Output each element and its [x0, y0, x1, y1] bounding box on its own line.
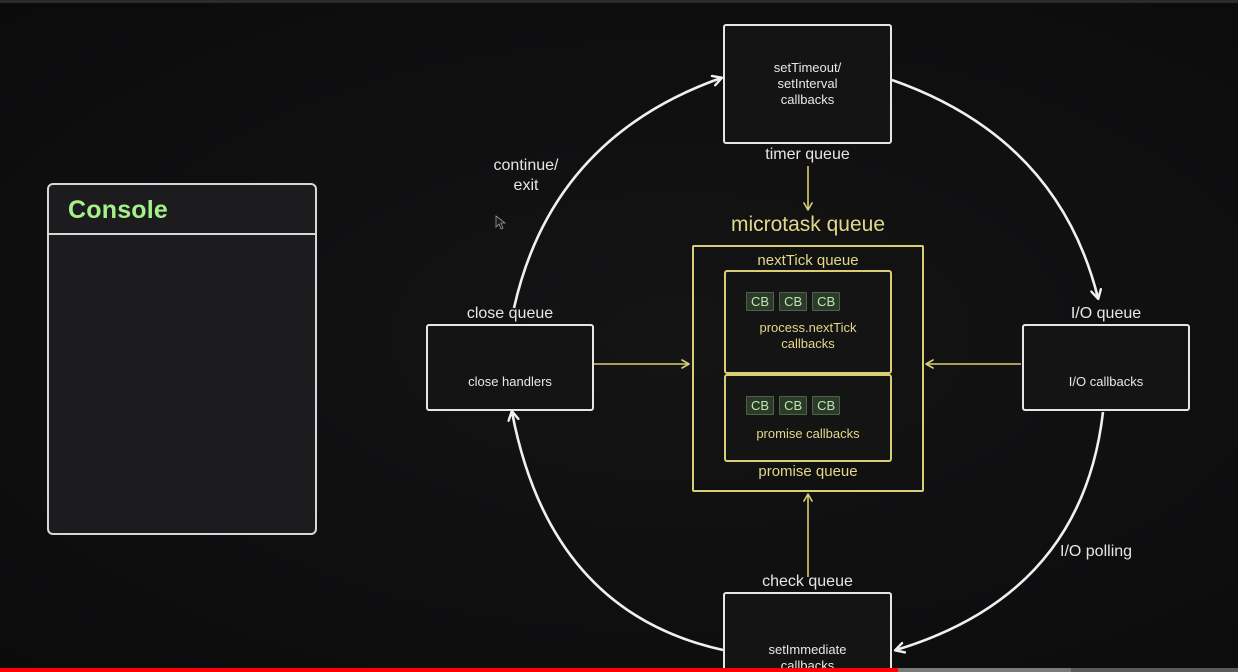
promise-cb: CB: [746, 396, 775, 415]
arc-io-to-check: [896, 411, 1105, 650]
console-header: Console: [49, 185, 315, 235]
nexttick-cb: CB: [779, 292, 808, 311]
promise-callbacks-text: promise callbacks: [756, 426, 860, 441]
close-queue-label: close queue: [466, 305, 554, 322]
close-queue-box: close handlers: [426, 324, 594, 411]
check-queue-box: setImmediate callbacks: [723, 592, 892, 672]
nexttick-queue-box: CB CB CB process.nextTick callbacks: [724, 270, 892, 374]
console-panel: Console: [47, 183, 317, 535]
console-title: Console: [68, 196, 169, 224]
nexttick-cb: CB: [746, 292, 775, 311]
microtask-queue-title: microtask queue: [730, 213, 886, 236]
nexttick-queue-label: nextTick queue: [757, 252, 859, 269]
promise-queue-box: CB CB CB promise callbacks: [724, 374, 892, 462]
microtask-queue-box: nextTick queue CB CB CB process.nextTick…: [692, 245, 924, 492]
top-strip: [0, 0, 1238, 3]
nexttick-cb-row: CB CB CB: [726, 292, 890, 311]
io-callbacks-text: I/O callbacks: [1068, 373, 1144, 389]
continue-exit-label: continue/ exit: [493, 157, 559, 194]
timer-queue-label: timer queue: [765, 146, 850, 163]
io-polling-label: I/O polling: [1060, 543, 1133, 560]
timer-queue-text: setTimeout/ setInterval callbacks: [773, 60, 842, 107]
promise-queue-label: promise queue: [758, 463, 858, 480]
timer-queue-box: setTimeout/ setInterval callbacks: [723, 24, 892, 144]
close-handlers-text: close handlers: [468, 373, 552, 389]
check-queue-label: check queue: [762, 573, 853, 590]
mouse-cursor-icon: [495, 215, 507, 230]
arc-check-to-close: [512, 412, 724, 652]
promise-cb-row: CB CB CB: [726, 396, 890, 415]
arc-close-to-timer: [512, 78, 721, 309]
promise-cb: CB: [812, 396, 841, 415]
io-queue-box: I/O callbacks: [1022, 324, 1190, 411]
io-queue-label: I/O queue: [1070, 305, 1142, 322]
video-progress-fill: [0, 668, 898, 672]
arc-timer-to-io: [891, 78, 1098, 298]
promise-cb: CB: [779, 396, 808, 415]
video-progress-loaded: [897, 668, 1071, 672]
nexttick-callbacks-text: process.nextTick callbacks: [759, 320, 857, 351]
video-progress-bar[interactable]: [0, 668, 1238, 672]
nexttick-cb: CB: [812, 292, 841, 311]
